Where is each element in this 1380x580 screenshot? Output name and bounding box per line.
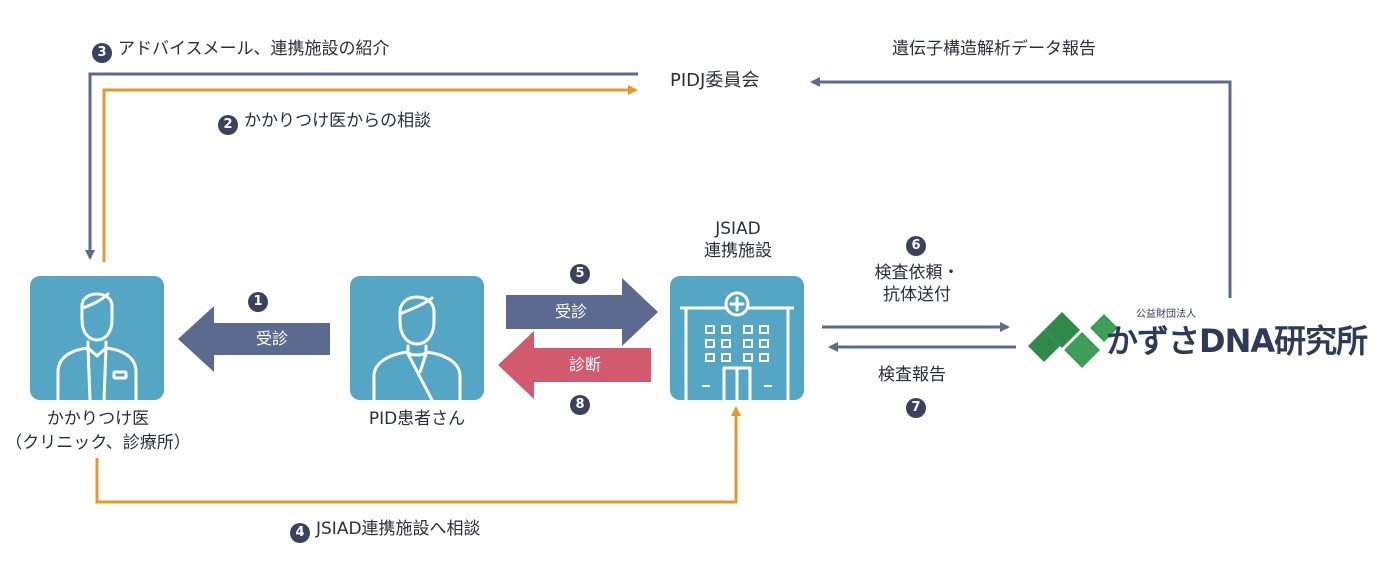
flow-6-label: 検査依頼・ 抗体送付 (852, 262, 982, 306)
flow-5-text: 受診 (554, 302, 587, 321)
flow-2-line (102, 85, 638, 262)
patient-card (350, 276, 484, 400)
flow-5-badge: 5 (570, 264, 590, 284)
flow-8-arrow (498, 331, 651, 399)
doctor-label: かかりつけ医 （クリニック、診療所） (0, 408, 196, 454)
hospital-icon (680, 291, 794, 400)
logo-main-text: かずさDNA研究所 (1106, 322, 1368, 360)
logo-small-text: 公益財団法人 (1136, 309, 1196, 320)
flow-2-badge: 2 (218, 115, 238, 135)
flow-5-arrow (506, 278, 658, 346)
leaf-logo-icon (1028, 312, 1118, 368)
flow-3-badge: 3 (92, 43, 112, 63)
flow-4-badge: 4 (290, 523, 310, 543)
patient-icon (372, 295, 462, 400)
patient-label: PID患者さん (368, 409, 466, 429)
flow-8-badge: 8 (570, 395, 590, 415)
flow-1-arrow (178, 306, 330, 372)
flow-4-text: JSIAD連携施設へ相談 (316, 519, 481, 539)
doctor-icon (56, 292, 138, 400)
flow-1-text: 受診 (255, 329, 288, 348)
doctor-label-line1: かかりつけ医 (46, 409, 150, 429)
doctor-label-line2: （クリニック、診療所） (5, 433, 191, 453)
flow-6-text-line2: 抗体送付 (883, 285, 951, 305)
flow-6-badge: 6 (906, 236, 926, 256)
flow-6-text-line1: 検査依頼・ (874, 263, 960, 283)
flow-3-line (85, 72, 638, 260)
flow-2-text: かかりつけ医からの相談 (244, 111, 432, 131)
facility-card (670, 276, 804, 400)
doctor-card (30, 276, 164, 400)
flow-4-label: 4 JSIAD連携施設へ相談 (290, 518, 481, 543)
flow-4-line (95, 406, 741, 504)
facility-label: JSIAD 連携施設 (660, 218, 816, 262)
committee-node: PIDJ委員会 (670, 70, 760, 91)
flow-7-text: 検査報告 (878, 365, 946, 385)
report-label: 遺伝子構造解析データ報告 (892, 39, 1096, 59)
flow-7-badge: 7 (906, 398, 926, 418)
facility-label-line2: 連携施設 (704, 241, 772, 261)
report-line (810, 77, 1232, 298)
flow-3-label: 3 アドバイスメール、連携施設の紹介 (92, 38, 390, 63)
flow-1-badge: 1 (248, 292, 268, 312)
facility-label-line1: JSIAD (715, 219, 761, 239)
flow-8-text: 診断 (568, 355, 601, 374)
flow-3-text: アドバイスメール、連携施設の紹介 (118, 39, 390, 59)
flow-2-label: 2 かかりつけ医からの相談 (218, 110, 431, 135)
